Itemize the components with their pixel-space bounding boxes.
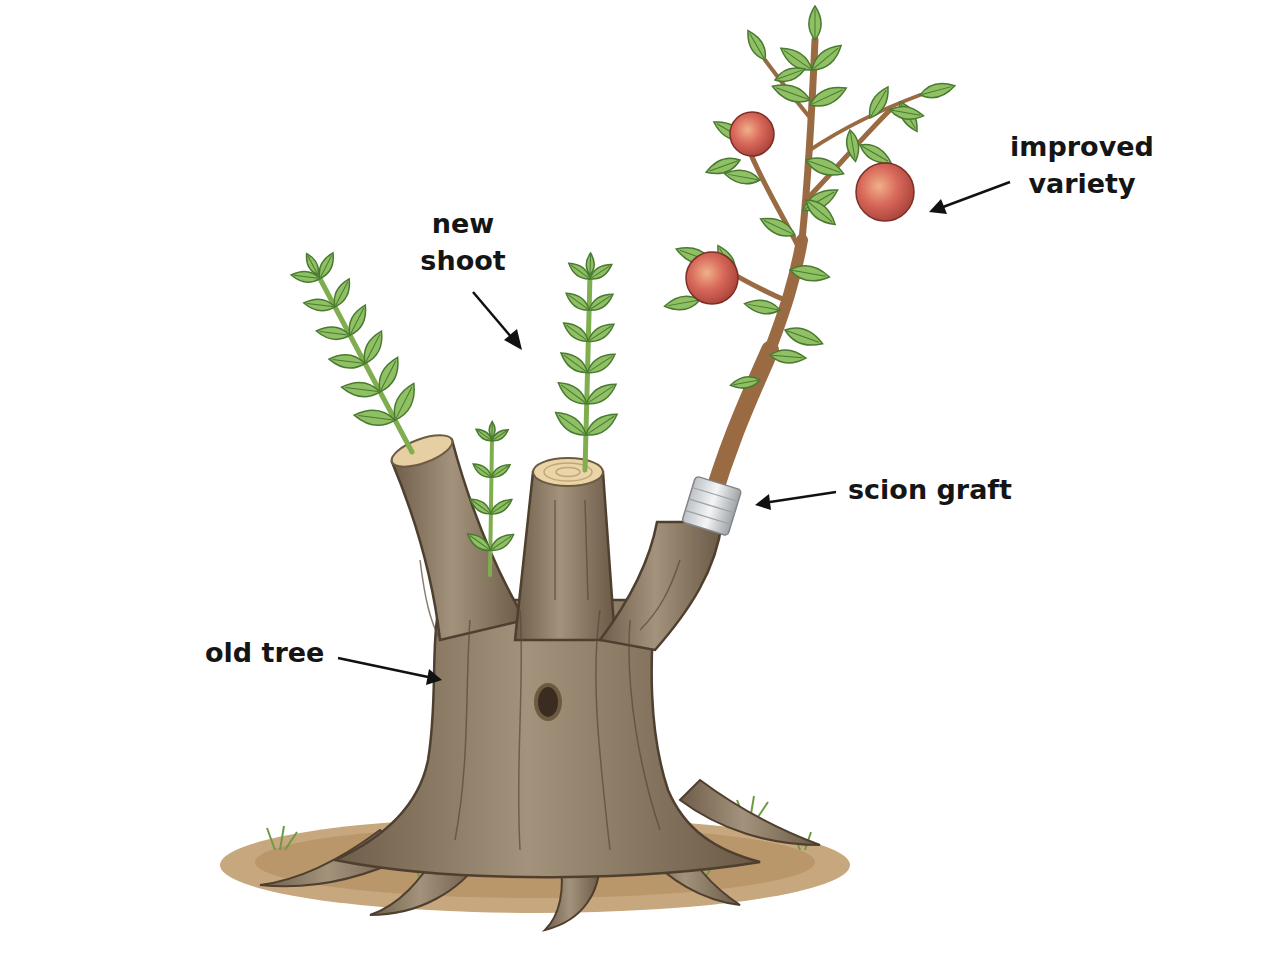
part-label: scion graft (848, 471, 1012, 508)
leaf (769, 349, 806, 365)
leaf (743, 27, 771, 63)
leaf (468, 495, 494, 517)
leaf (560, 319, 591, 346)
leaf (783, 323, 826, 350)
leaf (758, 213, 798, 241)
leaf (471, 461, 494, 481)
knot-hole (536, 685, 560, 719)
leaf (773, 64, 807, 86)
leader-arrow (338, 182, 1010, 685)
leaf (359, 328, 387, 366)
part-label: improved variety (982, 128, 1182, 203)
leaf (586, 253, 594, 275)
leaf (584, 349, 618, 377)
leaf (374, 354, 404, 395)
leaf (330, 276, 354, 309)
leaf (303, 297, 336, 312)
leaf (563, 289, 592, 314)
leaf (552, 407, 590, 440)
leaf (465, 530, 494, 555)
leaf (316, 325, 351, 341)
leaf (555, 378, 591, 409)
leaf (585, 320, 617, 346)
limb (600, 522, 722, 650)
leaf (557, 348, 591, 377)
leaf (730, 375, 761, 391)
leaf (844, 129, 861, 163)
leaf (723, 167, 761, 186)
shoot-stem (490, 438, 492, 575)
leaf (315, 250, 337, 280)
leaf (583, 379, 619, 409)
leaf (341, 380, 381, 399)
leaf (353, 408, 396, 428)
leaf (789, 263, 831, 284)
leaf (889, 104, 925, 122)
part-label: old tree (205, 634, 324, 671)
leaf (918, 79, 956, 101)
leaf (582, 409, 621, 441)
graft-tape (682, 476, 742, 536)
leaf (802, 195, 840, 230)
leaf (345, 302, 371, 338)
leaf (743, 297, 781, 316)
limb (392, 440, 525, 640)
bark-texture (420, 500, 680, 850)
leaf (808, 40, 846, 75)
leaf (388, 380, 420, 423)
leaf (864, 84, 893, 122)
leaf (586, 290, 615, 314)
part-label: new shoot (393, 205, 533, 280)
leaf (807, 82, 849, 112)
leaf (489, 421, 495, 438)
leaf (770, 80, 813, 107)
cut-surface (388, 429, 456, 473)
shoot-stem (318, 275, 412, 452)
leaf (488, 496, 514, 518)
apple (686, 112, 914, 304)
trunk (335, 600, 760, 877)
leaf (809, 6, 821, 40)
leaf (804, 153, 847, 180)
cut-surface (533, 458, 603, 486)
leaf (303, 252, 322, 277)
leaf (488, 530, 517, 554)
leaf (489, 461, 512, 480)
leaf (328, 353, 366, 370)
